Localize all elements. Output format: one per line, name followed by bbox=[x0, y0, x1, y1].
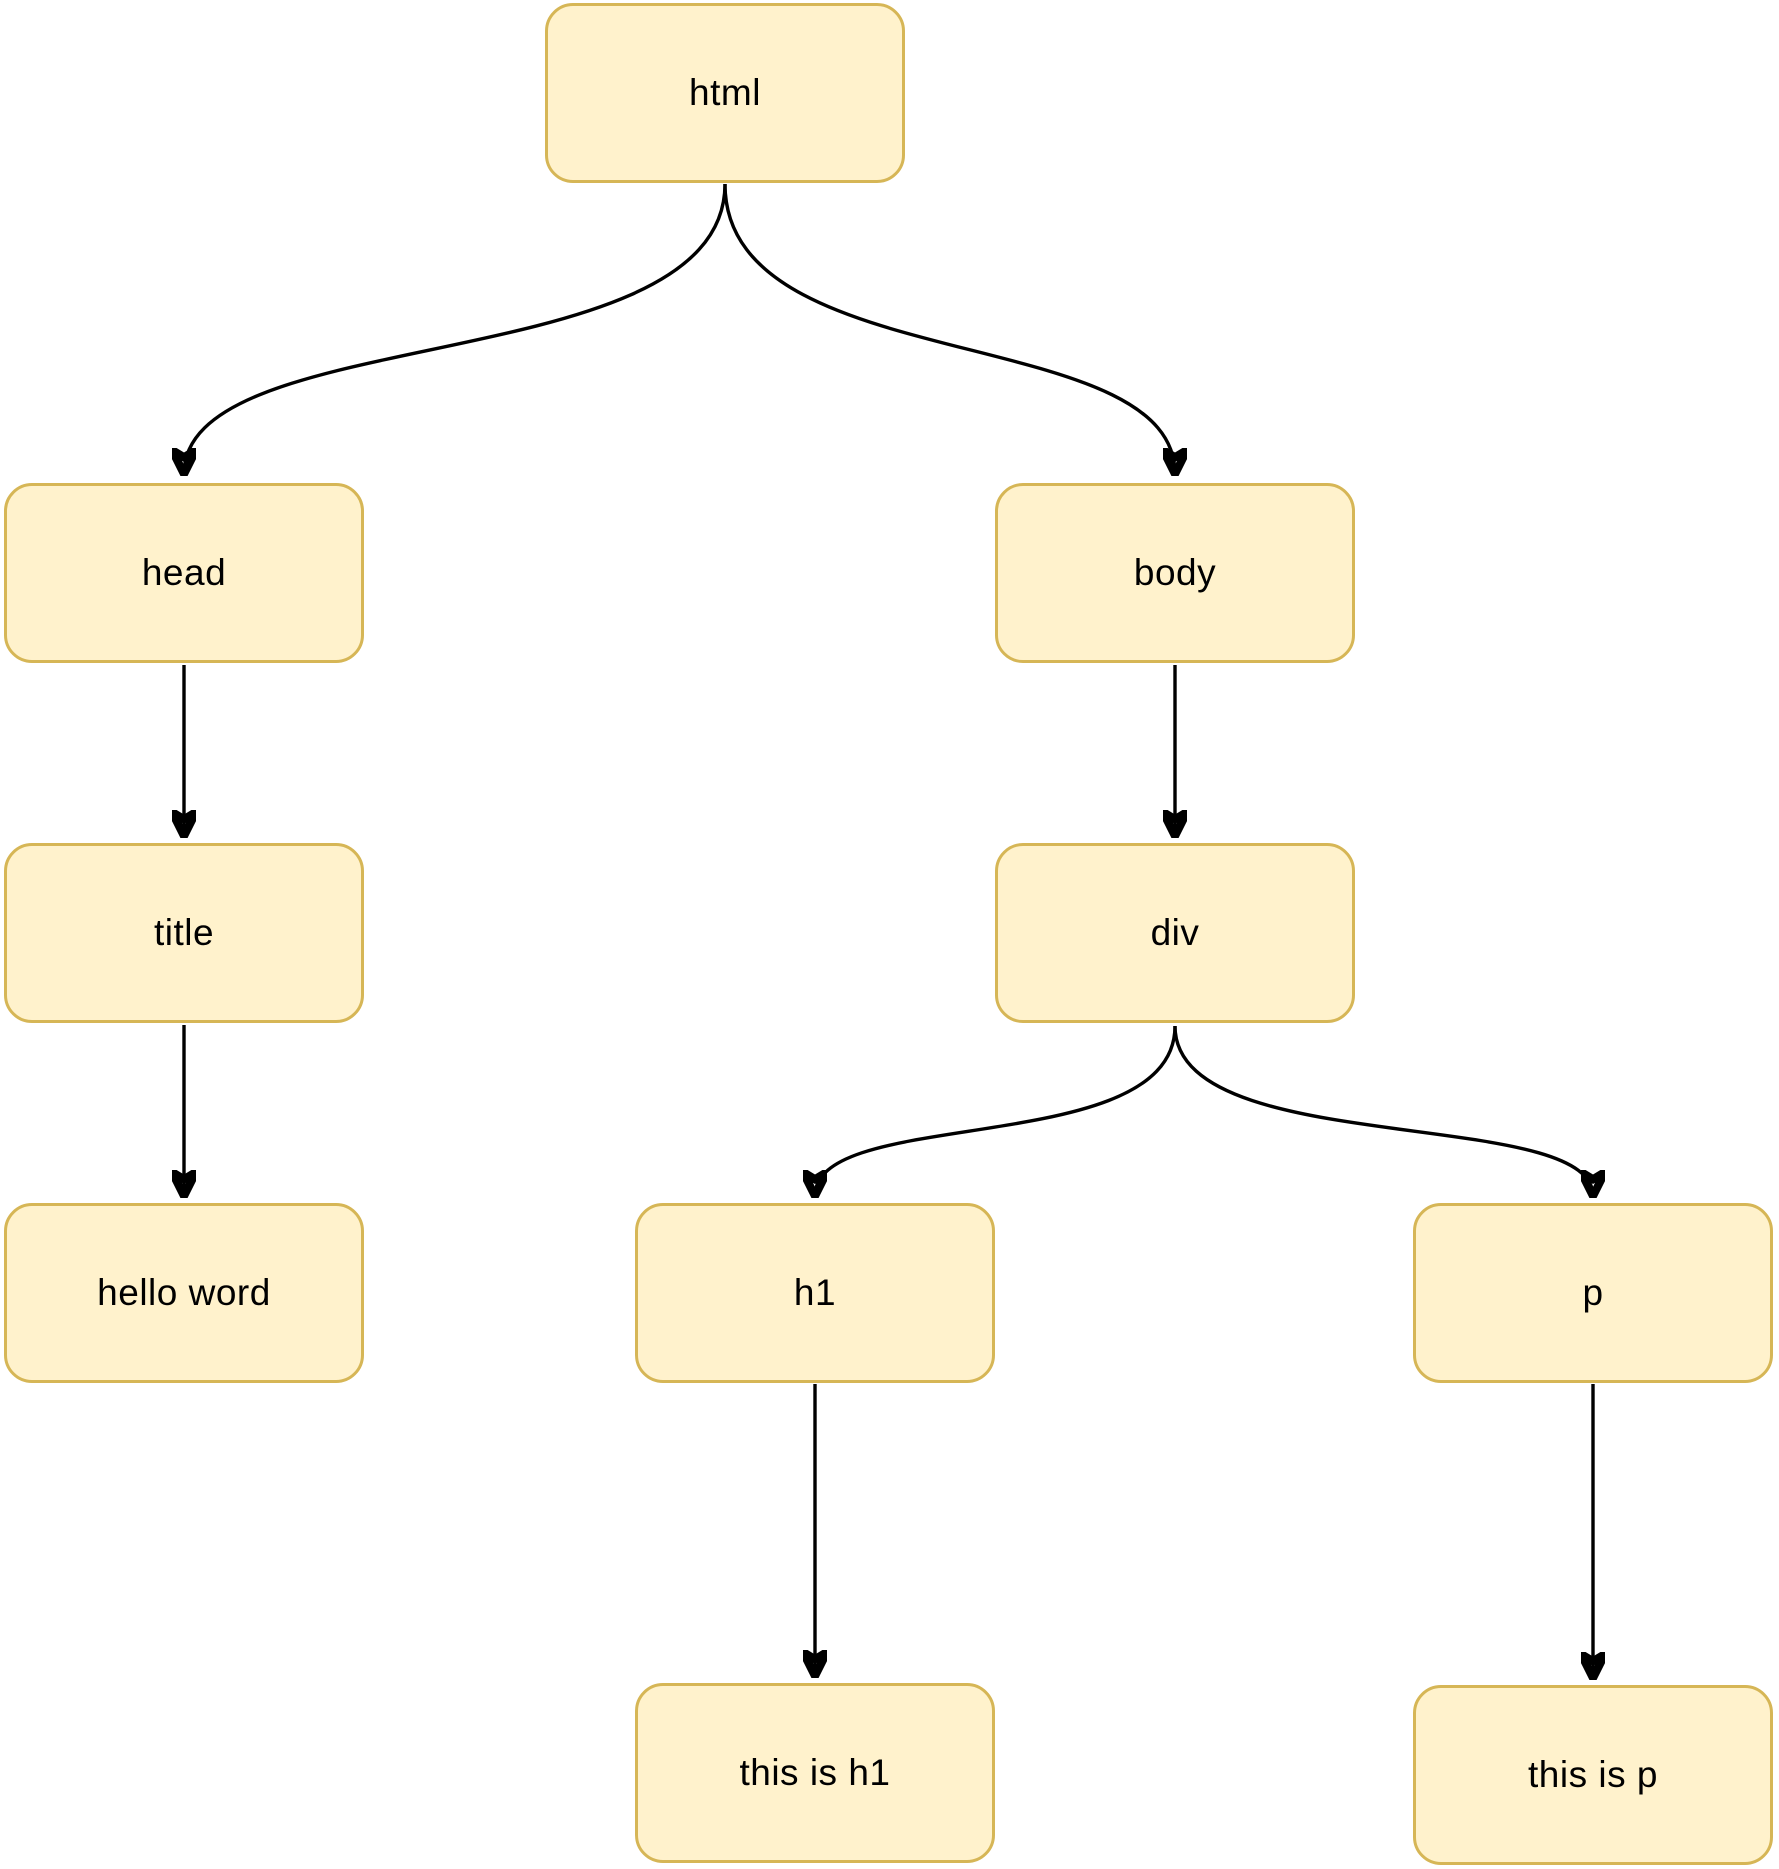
edge-html-head bbox=[184, 183, 727, 474]
node-label: div bbox=[1150, 912, 1200, 953]
node-label: this is h1 bbox=[739, 1752, 891, 1793]
node-div: div bbox=[995, 843, 1355, 1023]
node-html: html bbox=[545, 3, 905, 183]
node-label: p bbox=[1582, 1272, 1604, 1313]
node-hello-word: hello word bbox=[4, 1203, 364, 1383]
node-h1: h1 bbox=[635, 1203, 995, 1383]
node-head: head bbox=[4, 483, 364, 663]
node-label: hello word bbox=[97, 1272, 271, 1313]
node-label: body bbox=[1133, 552, 1217, 593]
node-label: this is p bbox=[1528, 1754, 1658, 1795]
node-label: head bbox=[141, 552, 227, 593]
node-body: body bbox=[995, 483, 1355, 663]
edge-html-body bbox=[723, 183, 1175, 474]
node-label: title bbox=[153, 912, 215, 953]
node-label: html bbox=[689, 72, 761, 113]
node-label: h1 bbox=[793, 1272, 837, 1313]
edge-div-p bbox=[1173, 1025, 1593, 1196]
node-this-is-h1: this is h1 bbox=[635, 1683, 995, 1863]
node-this-is-p: this is p bbox=[1413, 1685, 1773, 1865]
node-title: title bbox=[4, 843, 364, 1023]
edge-div-h1 bbox=[815, 1025, 1177, 1196]
node-p: p bbox=[1413, 1203, 1773, 1383]
